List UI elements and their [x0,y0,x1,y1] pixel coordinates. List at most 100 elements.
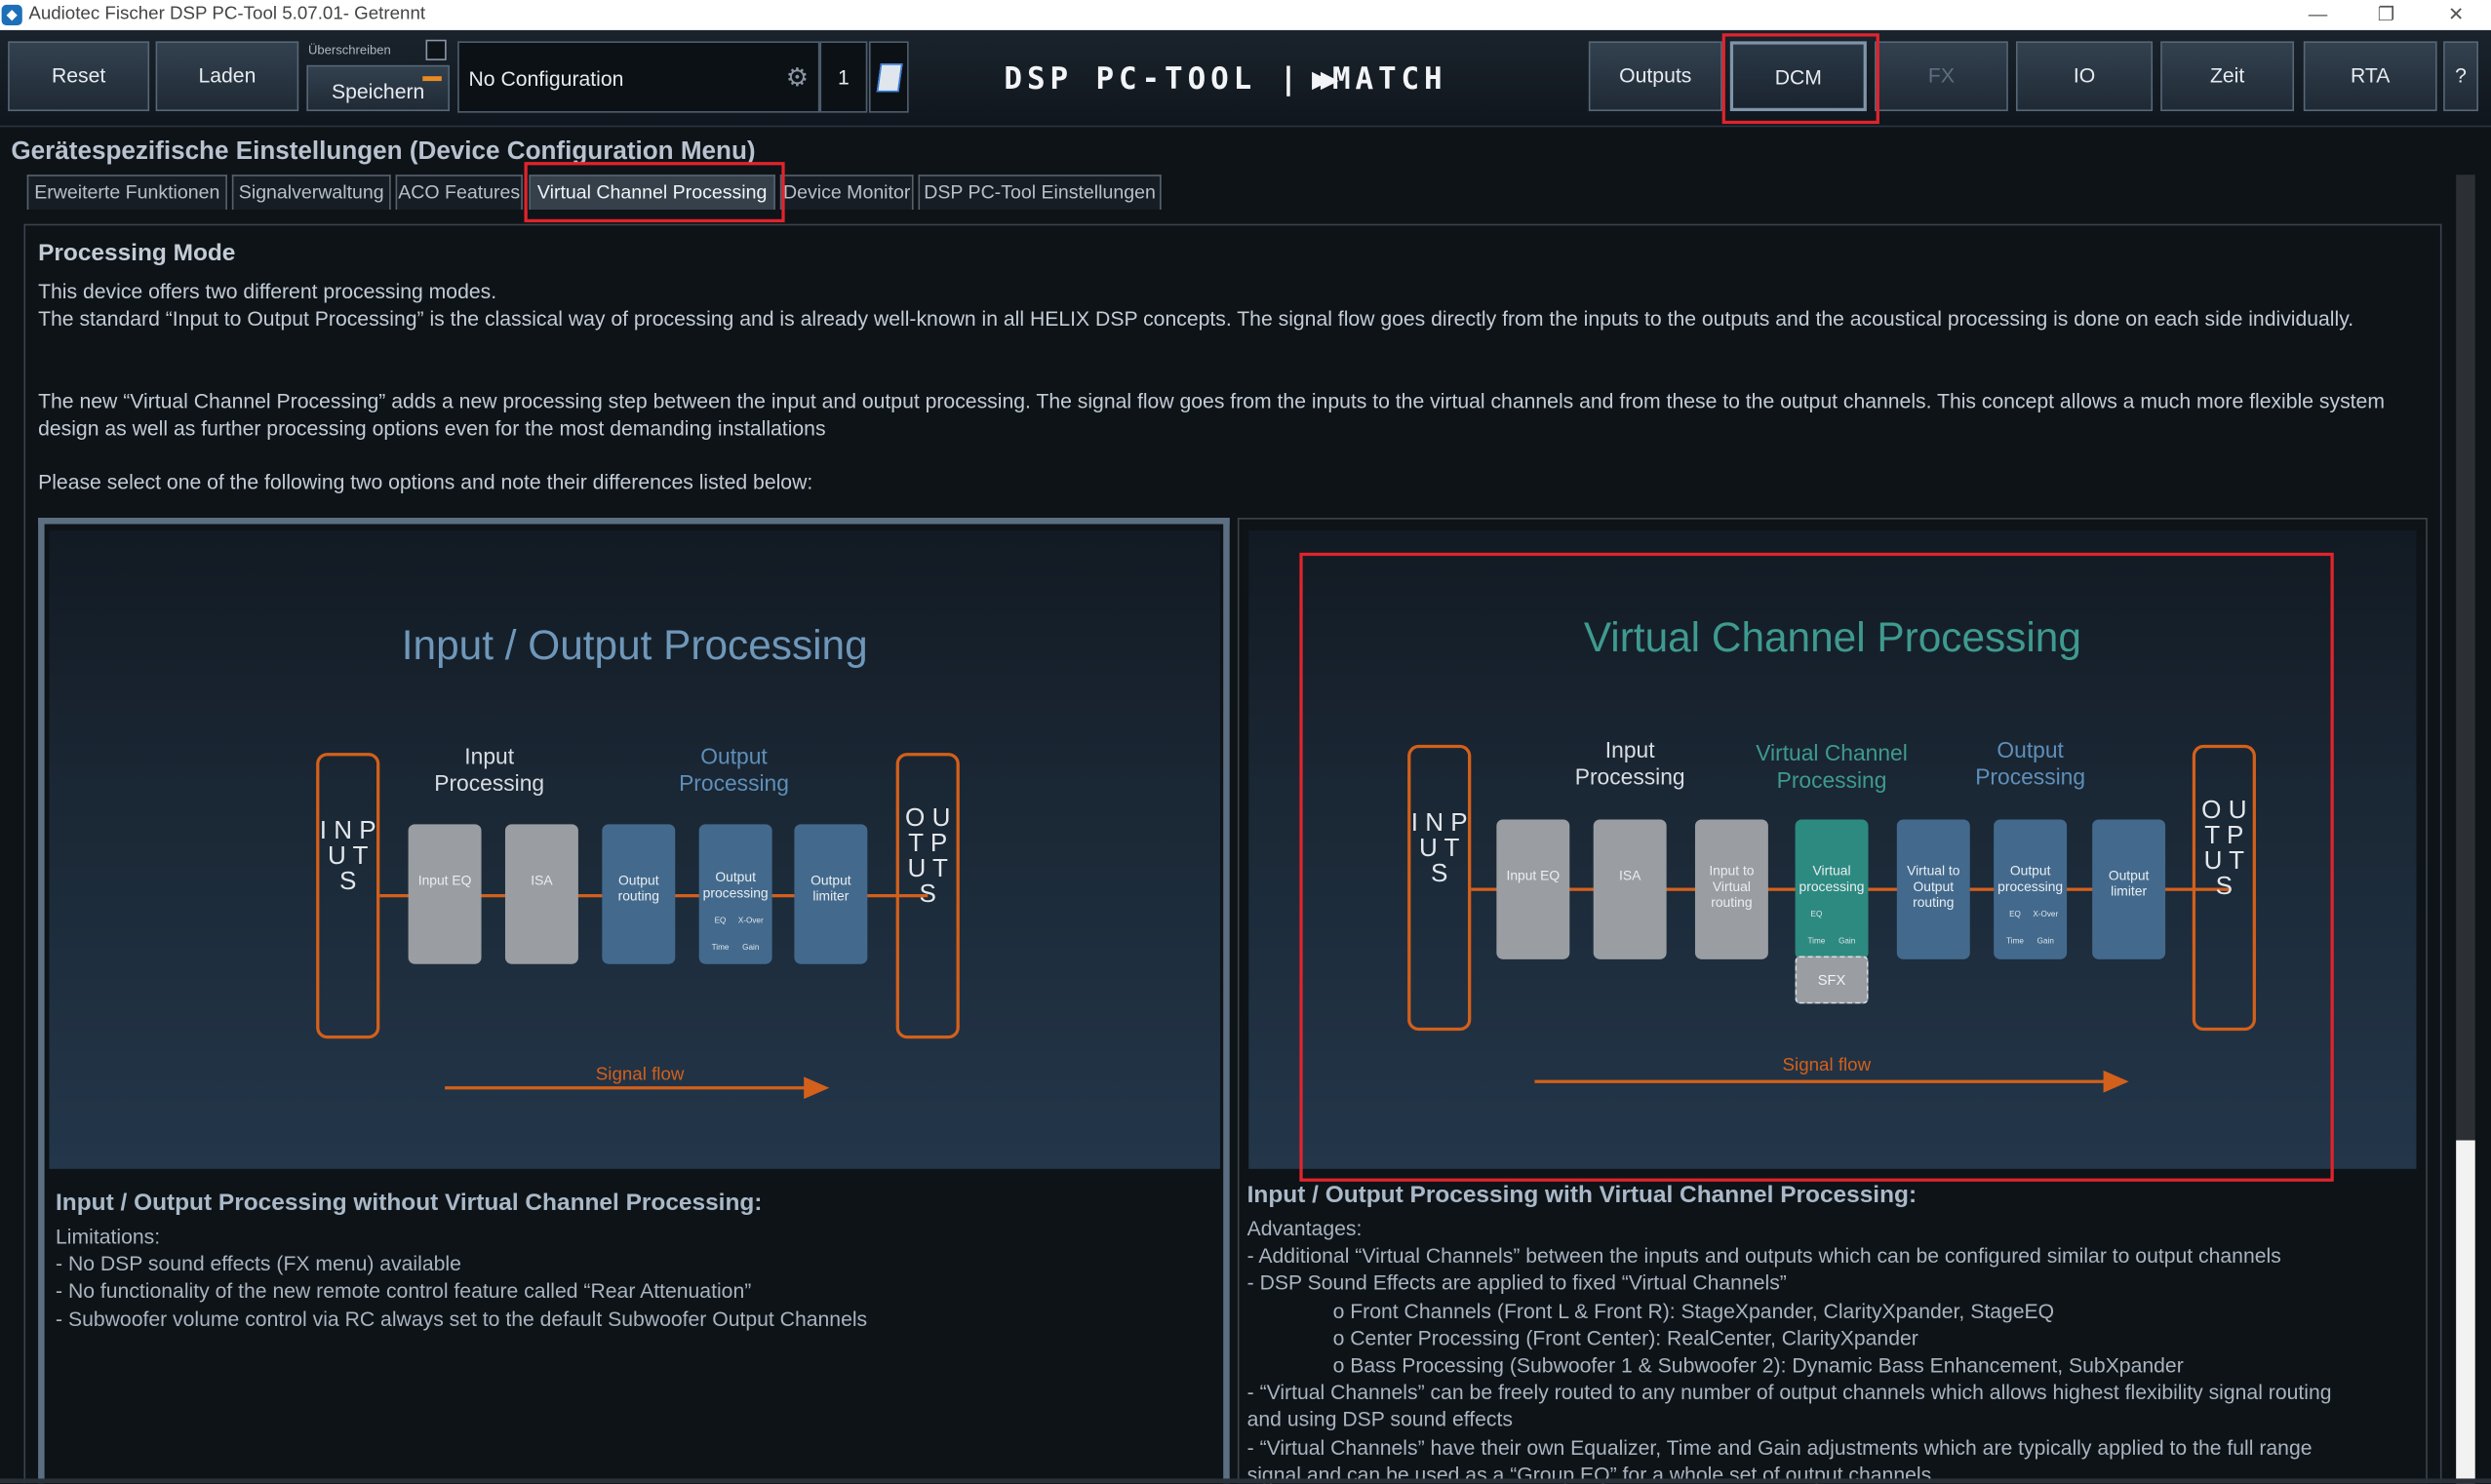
io-outputs-box: O U T P U T S [895,753,960,1039]
help-button[interactable]: ? [2443,41,2478,112]
virtual-mode-description: The new “Virtual Channel Processing” add… [38,389,2385,441]
restore-button[interactable]: ❐ [2377,3,2395,26]
vc-block-output-limiter: Output limiter [2092,819,2166,959]
vc-section-output: Output Processing [1975,736,2086,790]
vc-block-sub-row-2: Time Gain [1799,937,1863,948]
gear-icon[interactable]: ⚙ [785,64,810,93]
io-processing-diagram: Input / Output Processing Input Processi… [49,530,1220,1169]
bottom-border [0,1478,2491,1484]
sub-time-label: Time [1807,937,1826,947]
tab-dsp-pc-tool-einstellungen[interactable]: DSP PC-Tool Einstellungen [918,175,1162,211]
vc-signal-flow-arrow [1534,1070,2129,1093]
match-arrows-icon: ▶▶ [1311,61,1338,98]
list-item: - Additional “Virtual Channels” between … [1246,1243,2281,1269]
sub-xover-label: X-Over [737,916,764,926]
overwrite-checkbox[interactable] [425,39,447,60]
sub-time-label: Time [711,943,730,954]
tab-erweiterte-funktionen[interactable]: Erweiterte Funktionen [26,175,227,211]
list-item: - No DSP sound effects (FX menu) availab… [56,1251,461,1276]
list-item: signal and can be used as a “Group EQ” f… [1246,1462,1932,1484]
vc-diagram-title: Virtual Channel Processing [1583,612,2081,661]
sub-gain-label: Gain [742,943,760,954]
vc-inputs-box: I N P U T S [1407,744,1472,1032]
list-item: - “Virtual Channels” have their own Equa… [1246,1434,2313,1460]
close-button[interactable]: ✕ [2447,3,2465,26]
list-item: and using DSP sound effects [1246,1407,1513,1432]
vc-block-input-to-virtual-routing: Input to Virtual routing [1694,819,1768,959]
dsp-pc-tool-match-logo: DSP PC-TOOL |▶▶MATCH [1004,62,1446,98]
edit-note-icon [876,63,903,93]
io-section-input: Input Processing [434,743,545,797]
processing-mode-title: Processing Mode [38,239,236,267]
tab-signalverwaltung[interactable]: Signalverwaltung [231,175,391,211]
sub-gain-label: Gain [1839,937,1856,947]
logo-right-text: MATCH [1331,61,1447,98]
page-title: Gerätespezifische Einstellungen (Device … [11,137,756,166]
edit-configuration-button[interactable] [868,41,909,113]
io-diagram-title: Input / Output Processing [401,620,868,669]
io-block-input-eq: Input EQ [408,824,482,964]
app-logo-icon: ◆ [1,4,22,26]
io-block-isa: ISA [504,824,578,964]
overwrite-label: Überschreiben [307,42,391,58]
nav-io-button[interactable]: IO [2015,41,2154,112]
save-button[interactable]: Speichern [306,64,450,112]
load-button[interactable]: Laden [155,41,299,112]
reset-button[interactable]: Reset [8,41,150,112]
configuration-field[interactable]: No Configuration ⚙ [457,41,820,113]
io-limitations-list: Limitations: - No DSP sound effects (FX … [56,1223,867,1332]
vertical-scrollbar[interactable] [2454,175,2477,1484]
list-item: - No functionality of the new remote con… [56,1278,752,1304]
io-option-heading: Input / Output Processing without Virtua… [56,1189,763,1217]
list-item: o Center Processing (Front Center): Real… [1332,1325,1918,1350]
vc-section-input: Input Processing [1574,736,1685,790]
io-inputs-box: I N P U T S [316,753,380,1039]
io-section-output: Output Processing [679,743,789,797]
tab-aco-features[interactable]: ACO Features [395,175,523,211]
logo-left-text: DSP PC-TOOL | [1004,61,1303,98]
io-block-output-processing-label: Output processing [702,868,769,901]
intro-text: This device offers two different process… [38,279,497,304]
nav-outputs-button[interactable]: Outputs [1588,41,1722,112]
window-title: Audiotec Fischer DSP PC-Tool 5.07.01- Ge… [28,4,426,24]
vc-block-input-eq: Input EQ [1496,819,1570,959]
vc-processing-diagram: Virtual Channel Processing Input Process… [1248,530,2417,1169]
vc-signal-flow-label: Signal flow [1782,1056,1872,1075]
configuration-number[interactable]: 1 [819,41,868,113]
nav-zeit-button[interactable]: Zeit [2160,41,2295,112]
list-item: o Front Channels (Front L & Front R): St… [1332,1298,2055,1323]
vc-block-sub-row-1: EQ [1799,910,1863,920]
vc-block-virtual-to-output-routing: Virtual to Output routing [1896,819,1970,959]
nav-dcm-button[interactable]: DCM [1729,41,1867,112]
sub-eq-label: EQ [2009,910,2021,920]
title-bar: ◆ Audiotec Fischer DSP PC-Tool 5.07.01- … [0,0,2491,30]
vc-section-virtual: Virtual Channel Processing [1756,740,1908,793]
io-block-sub-row-2: Time Gain [704,944,768,955]
list-item: - Subwoofer volume control via RC always… [56,1306,868,1331]
nav-fx-button[interactable]: FX [1875,41,2008,112]
minimize-button[interactable]: — [2308,3,2328,26]
list-item: - DSP Sound Effects are applied to fixed… [1246,1270,1787,1296]
nav-rta-button[interactable]: RTA [2303,41,2437,112]
vc-advantages-list: Advantages: - Additional “Virtual Channe… [1246,1215,2332,1484]
io-block-output-routing: Output routing [602,824,676,964]
tab-device-monitor[interactable]: Device Monitor [779,175,914,211]
vc-outputs-box: O U T P U T S [2192,744,2256,1032]
selection-instruction: Please select one of the following two o… [38,470,813,494]
sub-eq-label: EQ [1810,910,1823,920]
standard-mode-description: The standard “Input to Output Processing… [38,306,2354,331]
tab-virtual-channel-processing[interactable]: Virtual Channel Processing [529,175,775,211]
scrollbar-thumb[interactable] [2456,1140,2475,1484]
list-item: o Bass Processing (Subwoofer 1 & Subwoof… [1332,1352,2184,1378]
configuration-name: No Configuration [468,66,624,91]
sub-gain-label: Gain [2036,937,2054,947]
vc-block-isa: ISA [1593,819,1667,959]
io-block-output-limiter: Output limiter [794,824,868,964]
